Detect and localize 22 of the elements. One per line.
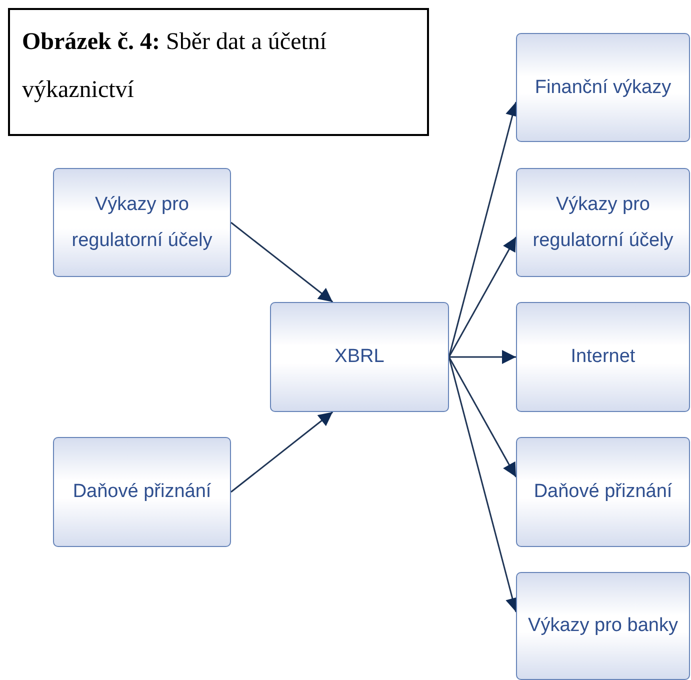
process-box (516, 302, 690, 412)
process-box (53, 168, 231, 277)
figure-title: Obrázek č. 4: Sběr dat a účetní výkaznictví (8, 8, 429, 136)
process-box (516, 33, 690, 142)
arrow (448, 236, 517, 358)
box-label: Výkazy pro regulatorní účely (532, 192, 674, 252)
process-box (270, 302, 449, 412)
box-label: XBRL (334, 345, 386, 369)
arrow (230, 222, 334, 303)
process-box (516, 168, 690, 277)
box-label: Výkazy pro regulatorní účely (70, 192, 214, 252)
process-box (53, 437, 231, 547)
arrow (448, 356, 517, 478)
box-label: Finanční výkazy (534, 76, 672, 100)
process-box (516, 572, 690, 680)
box-label: Daňové přiznání (532, 480, 674, 504)
arrow (449, 350, 516, 364)
arrow (230, 411, 334, 493)
process-box (516, 437, 690, 547)
box-label: Internet (570, 345, 636, 369)
box-label: Výkazy pro banky (527, 614, 679, 638)
box-label: Daňové přiznání (72, 480, 212, 504)
